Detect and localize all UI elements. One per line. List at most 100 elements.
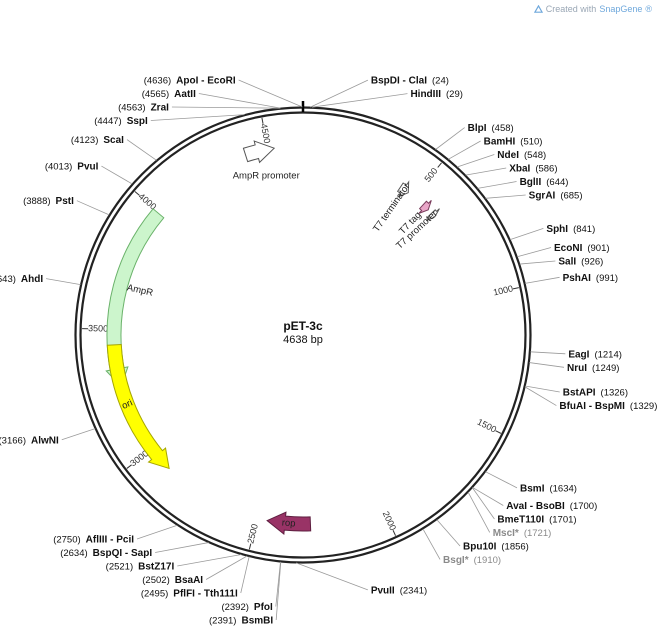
site-bsaai[interactable]: (2502)BsaAI <box>142 555 248 586</box>
site-pvui[interactable]: (4013)PvuI <box>45 162 133 185</box>
site-bpu10i[interactable]: Bpu10I(1856) <box>436 519 529 553</box>
site-leader-line <box>76 200 110 216</box>
site-psti[interactable]: (3888)PstI <box>23 196 110 216</box>
site-leader-line <box>311 93 408 108</box>
site-name: EagI <box>568 349 589 360</box>
site-bamhi[interactable]: BamHI(510) <box>448 137 542 160</box>
site-leader-line <box>524 386 557 406</box>
site-bglii[interactable]: BglII(644) <box>477 177 569 189</box>
site-label: BspDI - ClaI(24) <box>371 76 449 87</box>
site-pvuii[interactable]: PvuII(2341) <box>296 562 427 596</box>
site-sphi[interactable]: SphI(841) <box>509 224 595 241</box>
site-alwni[interactable]: (3166)AlwNI <box>0 428 96 447</box>
tick-mark-3000 <box>126 464 132 469</box>
site-position: (926) <box>581 257 603 268</box>
feature-ampr-promoter[interactable] <box>242 140 276 164</box>
site-label: BsgI*(1910) <box>443 555 501 566</box>
site-avai-bsobi[interactable]: AvaI - BsoBI(1700) <box>472 487 598 512</box>
site-position: (4013) <box>45 162 72 173</box>
site-hindiii[interactable]: HindIII(29) <box>311 89 463 108</box>
site-leader-line <box>485 471 518 489</box>
site-bfuai-bspmi[interactable]: BfuAI - BspMI(1329) <box>524 386 657 412</box>
site-ndei[interactable]: NdeI(548) <box>457 150 546 168</box>
site-bstapi[interactable]: BstAPI(1326) <box>525 385 628 399</box>
site-pflfi-tth111i[interactable]: (2495)PflFI - Tth111I <box>141 556 250 600</box>
site-position: (2634) <box>60 548 87 559</box>
site-leader-line <box>150 114 245 121</box>
site-label: (2495)PflFI - Tth111I <box>141 589 238 600</box>
site-nrui[interactable]: NruI(1249) <box>529 362 619 374</box>
site-leader-line <box>310 79 369 108</box>
site-position: (1701) <box>549 514 576 525</box>
tick-mark-2500 <box>248 543 252 550</box>
site-sspi[interactable]: (4447)SspI <box>94 114 245 127</box>
site-label: (4636)ApoI - EcoRI <box>144 76 236 87</box>
site-label: (2521)BstZ17I <box>106 562 175 573</box>
site-bmet110i[interactable]: BmeT110I(1701) <box>472 487 577 526</box>
site-label: (4565)AatII <box>142 89 196 100</box>
tick-mark-4000 <box>134 191 140 196</box>
site-bspdi-clai[interactable]: BspDI - ClaI(24) <box>310 76 449 108</box>
site-position: (3166) <box>0 435 26 446</box>
site-xbai[interactable]: XbaI (586) <box>465 164 558 176</box>
site-name: BsmI <box>520 483 545 494</box>
site-leader-line <box>509 227 544 241</box>
site-pfoi[interactable]: (2392)PfoI <box>221 561 281 613</box>
site-position: (3888) <box>23 196 50 207</box>
site-position: (841) <box>573 224 595 235</box>
site-position: (2521) <box>106 562 133 573</box>
site-sali[interactable]: SalI(926) <box>519 257 604 268</box>
site-label: SgrAI(685) <box>529 191 583 202</box>
site-name: AhdI <box>21 274 43 285</box>
site-name: ApoI - EcoRI <box>176 76 236 87</box>
site-position: (29) <box>446 89 463 100</box>
site-position: (1214) <box>594 349 621 360</box>
site-leader-line <box>465 167 507 176</box>
site-position: (1910) <box>474 555 501 566</box>
site-ahdi[interactable]: (3643)AhdI <box>0 274 81 285</box>
tick-mark-4500 <box>261 117 264 124</box>
site-eagi[interactable]: EagI (1214) <box>530 349 622 360</box>
site-leader-line <box>472 487 495 520</box>
site-leader-line <box>198 93 281 109</box>
site-afliii-pcii[interactable]: (2750)AflIII - PciI <box>53 524 178 546</box>
site-name: XbaI <box>509 164 530 175</box>
site-leader-line <box>530 351 566 355</box>
site-pshai[interactable]: PshAI(991) <box>525 273 618 284</box>
site-position: (510) <box>520 137 542 148</box>
feature-t7-promoter[interactable] <box>425 208 440 222</box>
site-bstz17i[interactable]: (2521)BstZ17I <box>106 554 242 573</box>
site-bspqi-sapi[interactable]: (2634)BspQI - SapI <box>60 542 209 559</box>
site-label: (2634)BspQI - SapI <box>60 548 152 559</box>
site-position: (4563) <box>118 103 145 114</box>
site-leader-line <box>101 165 133 185</box>
site-name: AvaI - BsoBI <box>506 501 565 512</box>
site-msci[interactable]: MscI*(1721) <box>467 491 551 539</box>
site-sgrai[interactable]: SgrAI(685) <box>485 191 583 202</box>
site-zrai[interactable]: (4563)ZraI <box>118 103 280 114</box>
tick-label-2500: 2500 <box>245 523 260 545</box>
site-label: NruI(1249) <box>567 363 619 374</box>
site-scai[interactable]: (4123)ScaI <box>71 135 157 161</box>
site-label: EagI (1214) <box>568 349 622 360</box>
site-label: SalI(926) <box>558 257 603 268</box>
site-blpi[interactable]: BlpI(458) <box>435 123 514 150</box>
site-name: SgrAI <box>529 191 556 202</box>
feature-ori[interactable] <box>106 343 170 470</box>
feature-t7-tag[interactable] <box>418 200 432 214</box>
site-name: SspI <box>127 116 148 127</box>
site-bsmbi[interactable]: (2391)BsmBI <box>209 561 282 627</box>
credit-mark: ® <box>645 4 652 14</box>
feature-t7-terminator[interactable] <box>396 180 410 198</box>
site-aatii[interactable]: (4565)AatII <box>142 89 281 109</box>
site-bsmi[interactable]: BsmI(1634) <box>485 471 577 495</box>
site-leader-line <box>240 556 250 594</box>
site-position: (586) <box>535 164 557 175</box>
site-label: BstAPI(1326) <box>563 388 628 399</box>
site-bsgi[interactable]: BsgI*(1910) <box>422 528 501 566</box>
site-apoi-ecori[interactable]: (4636)ApoI - EcoRI <box>144 76 303 108</box>
site-label: NdeI(548) <box>497 150 546 161</box>
site-econi[interactable]: EcoNI(901) <box>517 243 610 258</box>
feature-rop[interactable] <box>266 511 312 536</box>
site-label: BmeT110I(1701) <box>497 514 576 525</box>
